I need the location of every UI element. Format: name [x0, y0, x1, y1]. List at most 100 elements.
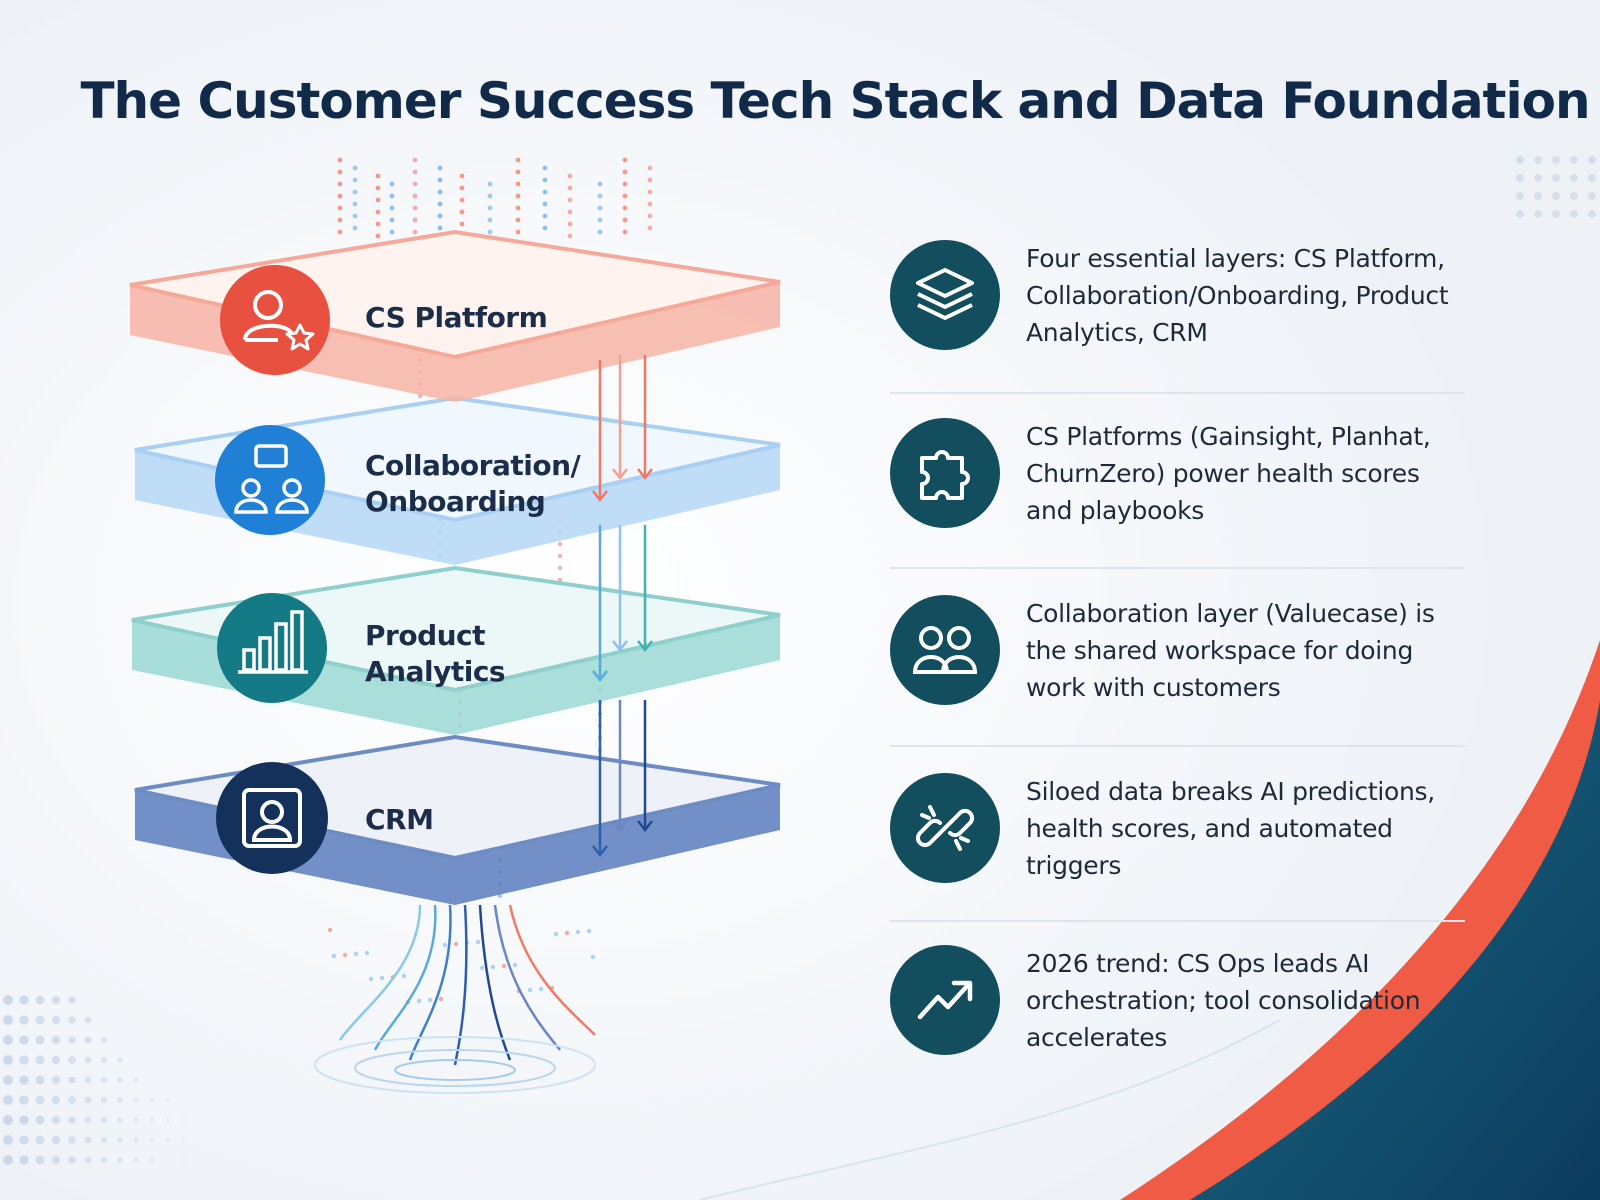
decor-dot [647, 189, 653, 195]
decor-dot [149, 1097, 155, 1103]
decor-dot [35, 1055, 45, 1065]
decor-dot [1534, 174, 1542, 182]
decor-dot [1552, 192, 1560, 200]
decor-dot [597, 193, 603, 199]
decor-dot [352, 177, 358, 183]
decor-dot [487, 181, 493, 187]
decor-dot [149, 1117, 155, 1123]
decor-dot [515, 157, 521, 163]
decor-dot [622, 193, 628, 199]
decor-dot [68, 1156, 76, 1164]
decor-dot [1552, 210, 1560, 218]
decor-dot [84, 1016, 92, 1024]
decor-dot [567, 185, 573, 191]
decor-dot [437, 225, 443, 231]
decor-dot [622, 157, 628, 163]
decor-dot [133, 1117, 139, 1123]
layer-label-cs-platform: CS Platform [365, 300, 548, 336]
decor-dot [542, 189, 548, 195]
decor-dot [35, 995, 45, 1005]
decor-dot [597, 205, 603, 211]
decor-dot [515, 229, 521, 235]
decor-dot [149, 1157, 155, 1163]
decor-dot [166, 1118, 170, 1122]
decor-dot [542, 225, 548, 231]
broken-link-icon [890, 773, 1000, 883]
decor-dot [586, 928, 592, 934]
decor-dot [68, 1036, 76, 1044]
decor-dot [622, 217, 628, 223]
decor-dot [442, 942, 448, 948]
decor-dot [567, 173, 573, 179]
layer-label-line: Collaboration/ [365, 449, 581, 482]
decor-dot [412, 205, 418, 211]
decor-dot [84, 1076, 92, 1084]
decor-dot [487, 193, 493, 199]
decor-dot [1534, 192, 1542, 200]
decor-dot [1570, 210, 1578, 218]
decor-dot [375, 221, 381, 227]
data-foundation-funnel [314, 904, 596, 1094]
point-text: Siloed data breaks AI predictions, healt… [1026, 777, 1435, 880]
arrow-down [637, 700, 653, 833]
decor-dot [437, 189, 443, 195]
decor-dot [100, 1036, 108, 1044]
decor-dot [567, 197, 573, 203]
decor-dot [412, 229, 418, 235]
decor-dot [35, 1115, 45, 1125]
decor-dot [479, 965, 485, 971]
decor-dot [487, 229, 493, 235]
decor-dot [353, 951, 359, 957]
decor-dot [166, 1138, 170, 1142]
decor-dot [542, 213, 548, 219]
corner-wave-teal [1190, 700, 1600, 1200]
decor-dot [647, 165, 653, 171]
decor-dot [647, 225, 653, 231]
decor-dot [352, 225, 358, 231]
decor-dot [497, 893, 503, 899]
decor-dot [352, 165, 358, 171]
point-text: Four essential layers: CS Platform, Coll… [1026, 244, 1449, 347]
decor-dot [527, 987, 533, 993]
tech-stack-diagram [129, 157, 781, 1094]
decor-dot [337, 229, 343, 235]
decor-dot [389, 229, 395, 235]
decor-dot [117, 1117, 123, 1123]
decor-dot [412, 157, 418, 163]
decor-dot [1570, 174, 1578, 182]
decor-dot [117, 1057, 123, 1063]
decor-dot [1570, 192, 1578, 200]
decor-dot [337, 193, 343, 199]
decor-dot [1552, 174, 1560, 182]
decor-dot [3, 1035, 13, 1045]
decor-dot [375, 173, 381, 179]
decor-dot [453, 941, 459, 947]
decor-dot [557, 553, 563, 559]
contact-card-icon [216, 762, 328, 874]
decor-dot [538, 986, 544, 992]
decor-dot [117, 1077, 123, 1083]
arrow-down [612, 525, 628, 653]
decor-dot [567, 221, 573, 227]
decor-dot [389, 193, 395, 199]
decor-dot [557, 541, 563, 547]
decor-dot [459, 185, 465, 191]
user-star-icon [220, 265, 330, 375]
arrow-down [637, 525, 653, 653]
decor-dot [35, 1095, 45, 1105]
decor-dot [438, 996, 444, 1002]
decor-dot [51, 1135, 61, 1145]
decor-dot [84, 1096, 92, 1104]
decor-dot [337, 205, 343, 211]
decor-dot [35, 1015, 45, 1025]
point-layers: Four essential layers: CS Platform, Coll… [890, 240, 1465, 370]
layer-label-line: Product [365, 619, 486, 652]
decor-dot [342, 952, 348, 958]
decor-dot [133, 1157, 139, 1163]
decor-dot [133, 1077, 139, 1083]
decor-dot [3, 1095, 13, 1105]
decor-dot [100, 1056, 108, 1064]
decor-dot [515, 217, 521, 223]
point-text: 2026 trend: CS Ops leads AI orchestratio… [1026, 949, 1421, 1052]
point-cs-platforms: CS Platforms (Gainsight, Planhat, ChurnZ… [890, 418, 1465, 548]
